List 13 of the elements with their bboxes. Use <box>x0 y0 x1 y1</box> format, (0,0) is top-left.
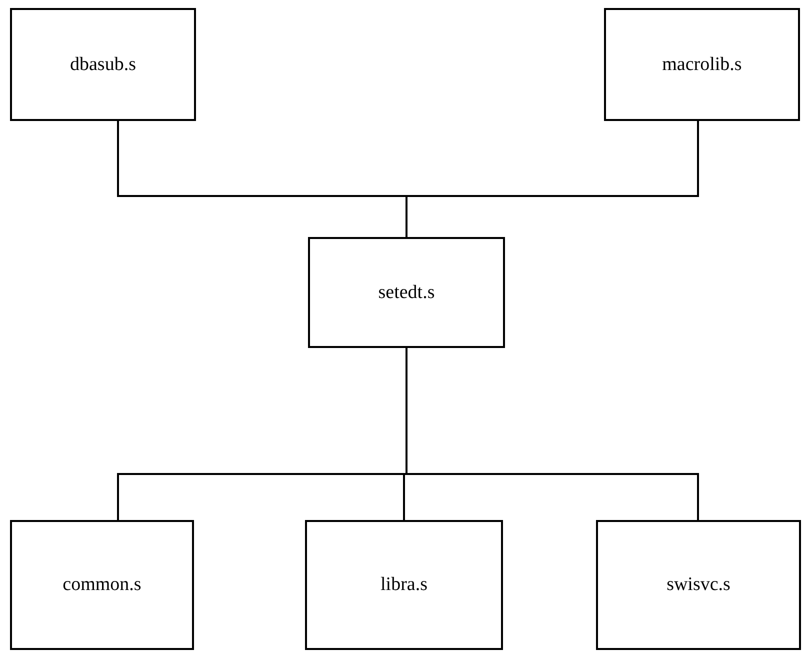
file-box <box>10 520 194 650</box>
file-name: setedt.s <box>378 282 435 304</box>
file-name: libra.s <box>380 574 428 596</box>
connector-line <box>406 121 699 237</box>
file-box <box>596 520 801 650</box>
file-name: swisvc.s <box>666 574 730 596</box>
file-name: dbasub.s <box>70 54 136 76</box>
file-box <box>308 237 505 348</box>
file-box <box>305 520 503 650</box>
file-name: macrolib.s <box>662 54 742 76</box>
file-box <box>604 8 800 121</box>
file-box <box>10 8 196 121</box>
file-name: common.s <box>62 574 142 596</box>
